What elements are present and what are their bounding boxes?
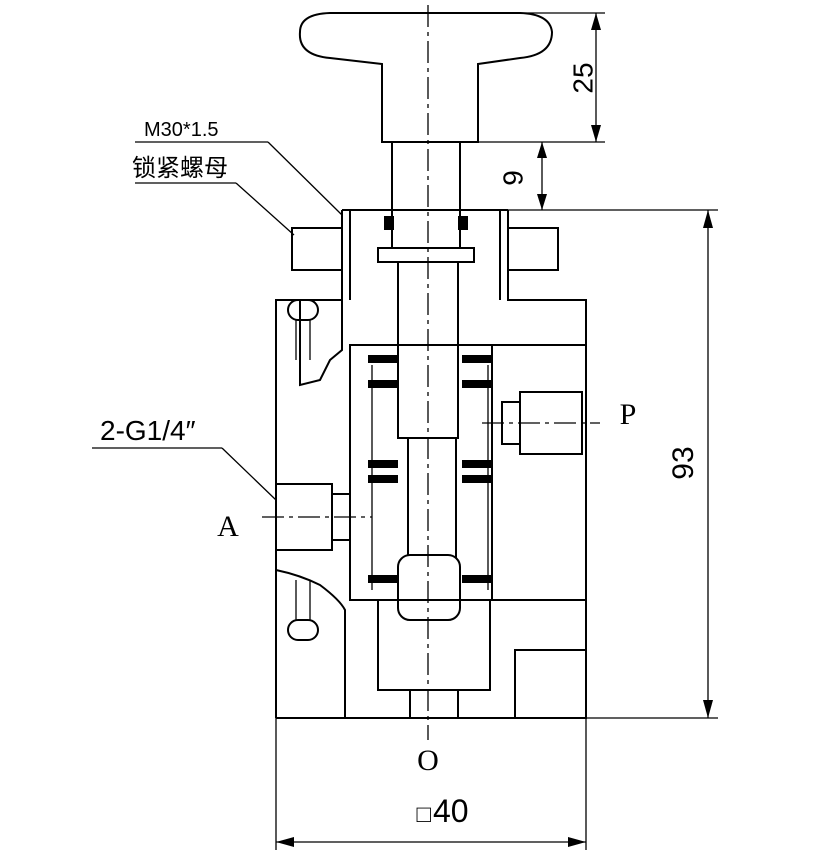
port-o-label: O — [417, 744, 439, 777]
dimension-width — [275, 718, 587, 850]
port-p-label: P — [620, 398, 637, 431]
dimension-overall-height — [508, 209, 718, 719]
handle-knob — [298, 12, 554, 143]
valve-stem — [391, 141, 461, 621]
locknut-leader — [135, 141, 343, 236]
mounting-screw-bottom — [287, 580, 319, 641]
seal-stack — [368, 355, 492, 590]
ports-thread-label: 2-G1/4″ — [100, 415, 196, 446]
dimension-height-label: 93 — [667, 446, 700, 479]
locknut-label: 锁紧螺母 — [132, 155, 228, 182]
dimension-handle-label: 25 — [567, 62, 598, 93]
dimension-gap — [537, 142, 547, 210]
dimension-width-label: 40 — [433, 793, 469, 829]
thread-spec-label: M30*1.5 — [144, 119, 219, 141]
valve-body — [275, 300, 587, 719]
port-a-label: A — [217, 510, 239, 543]
dimension-width-square-symbol: □ — [417, 801, 432, 828]
dimension-gap-label: 9 — [497, 170, 528, 186]
mounting-screw-top — [287, 299, 319, 360]
ports-leader — [92, 447, 277, 501]
dimension-handle-height — [478, 12, 605, 143]
